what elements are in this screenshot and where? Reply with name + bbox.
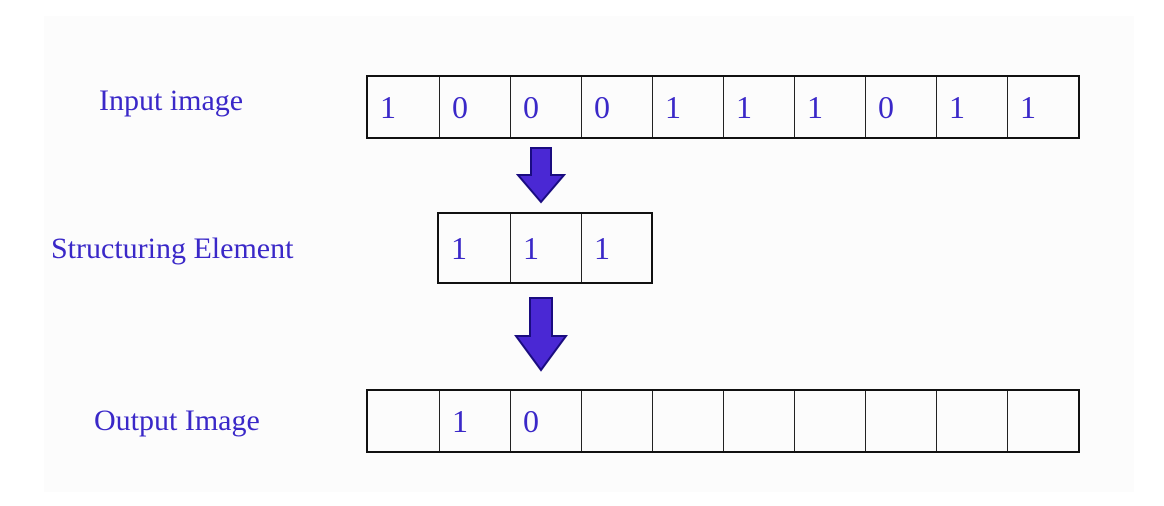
input-image-label: Input image xyxy=(99,84,244,117)
input-cell: 0 xyxy=(439,77,510,137)
arrow-down-icon xyxy=(516,147,566,204)
output-cell: 1 xyxy=(439,391,510,451)
input-cell: 0 xyxy=(510,77,581,137)
arrow-down-icon xyxy=(514,297,568,372)
input-cell: 1 xyxy=(1007,77,1078,137)
output-cell: 0 xyxy=(510,391,581,451)
input-cell: 1 xyxy=(652,77,723,137)
output-cell xyxy=(581,391,652,451)
output-cell xyxy=(723,391,794,451)
output-cell xyxy=(1007,391,1078,451)
structuring-element-row: 1 1 1 xyxy=(437,212,653,284)
input-cell: 1 xyxy=(723,77,794,137)
output-image-label: Output Image xyxy=(94,404,260,437)
input-cell: 0 xyxy=(865,77,936,137)
input-image-row: 1 0 0 0 1 1 1 0 1 1 xyxy=(366,75,1080,139)
output-image-row: 1 0 xyxy=(366,389,1080,453)
output-cell xyxy=(936,391,1007,451)
input-cell: 1 xyxy=(380,89,396,125)
structuring-element-label: Structuring Element xyxy=(51,232,294,265)
structuring-cell: 1 xyxy=(510,214,581,282)
output-cell xyxy=(368,391,439,451)
output-cell xyxy=(794,391,865,451)
input-cell: 0 xyxy=(581,77,652,137)
structuring-cell: 1 xyxy=(581,214,651,282)
output-cell xyxy=(865,391,936,451)
structuring-cell: 1 xyxy=(451,230,467,266)
output-cell xyxy=(652,391,723,451)
input-cell: 1 xyxy=(936,77,1007,137)
input-cell: 1 xyxy=(794,77,865,137)
